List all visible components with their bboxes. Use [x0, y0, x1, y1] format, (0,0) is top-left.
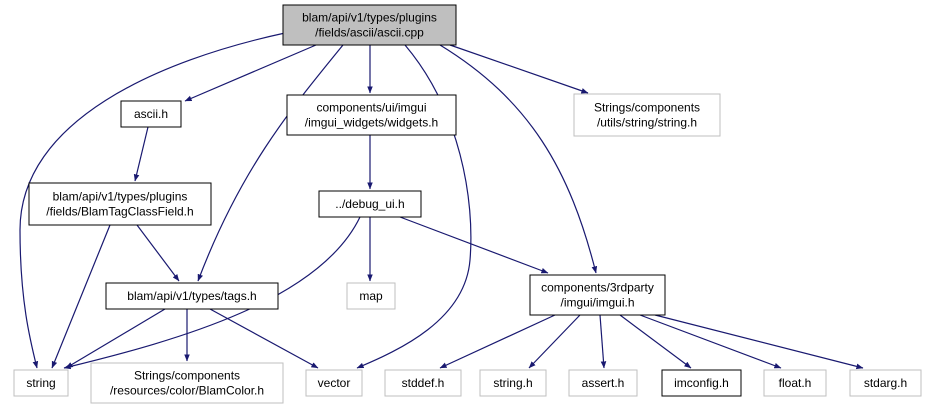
node-box: [282, 4, 457, 46]
node-label: map: [359, 289, 383, 303]
node-box: [28, 182, 212, 226]
node-label: stddef.h: [402, 376, 445, 390]
node-label: components/3rdparty: [541, 281, 654, 295]
node-string-h: string.h: [479, 369, 547, 397]
node-tags-h[interactable]: blam/api/v1/types/tags.h: [105, 282, 279, 310]
node-label: imconfig.h: [674, 376, 729, 390]
node-widgets-h[interactable]: components/ui/imgui/imgui_widgets/widget…: [286, 94, 457, 136]
edge-root-to-string_h_utils: [449, 44, 589, 94]
node-vector: vector: [305, 369, 363, 397]
edge-debug_ui_h-to-string: [63, 216, 361, 370]
node-box: [763, 369, 827, 397]
node-label: vector: [318, 376, 351, 390]
edge-blamtagclassfield_h-to-tags_h: [136, 224, 180, 282]
node-label: ../debug_ui.h: [335, 197, 404, 211]
node-map: map: [346, 282, 396, 310]
node-label: /resources/color/BlamColor.h: [110, 384, 264, 398]
edge-debug_ui_h-to-imgui_h: [399, 216, 549, 274]
node-label: blam/api/v1/types/tags.h: [127, 289, 256, 303]
edge-blamtagclassfield_h-to-string: [51, 224, 111, 369]
node-box: [346, 282, 396, 310]
node-box: [105, 282, 279, 310]
edge-imgui_h-to-string_h: [528, 314, 581, 369]
edge-imgui_h-to-stdarg_h: [654, 314, 864, 370]
node-label: assert.h: [582, 376, 625, 390]
edges-layer: [19, 32, 864, 370]
node-stddef-h: stddef.h: [384, 369, 462, 397]
node-box: [318, 190, 422, 218]
node-box: [384, 369, 462, 397]
node-ascii-h[interactable]: ascii.h: [120, 100, 182, 128]
node-label: /utils/string/string.h: [597, 116, 697, 130]
node-assert-h: assert.h: [568, 369, 638, 397]
node-box: [529, 274, 666, 316]
node-label: Strings/components: [594, 101, 700, 115]
node-label: ascii.h: [134, 107, 168, 121]
node-imconfig-h[interactable]: imconfig.h: [661, 369, 742, 397]
node-blamtagclassfield-h[interactable]: blam/api/v1/types/plugins/fields/BlamTag…: [28, 182, 212, 226]
edge-imgui_h-to-imconfig_h: [619, 314, 692, 369]
node-debug-ui-h[interactable]: ../debug_ui.h: [318, 190, 422, 218]
edge-imgui_h-to-assert_h: [599, 314, 607, 369]
node-box: [849, 369, 922, 397]
node-label: stdarg.h: [864, 376, 907, 390]
nodes-layer: blam/api/v1/types/plugins/fields/ascii/a…: [13, 4, 922, 404]
node-imgui-h[interactable]: components/3rdparty/imgui/imgui.h: [529, 274, 666, 316]
node-box: [286, 94, 457, 136]
node-box: [90, 362, 284, 404]
node-label: /imgui/imgui.h: [560, 296, 634, 310]
node-box: [479, 369, 547, 397]
edge-tags_h-to-string: [65, 308, 166, 369]
node-box: [120, 100, 182, 128]
node-box: [573, 93, 721, 137]
node-box: [305, 369, 363, 397]
node-label: float.h: [779, 376, 812, 390]
edge-root-to-imgui_h: [439, 44, 598, 274]
node-label: blam/api/v1/types/plugins: [302, 11, 437, 25]
node-box: [661, 369, 742, 397]
edge-root-to-ascii_h: [184, 44, 317, 102]
node-stdarg-h: stdarg.h: [849, 369, 922, 397]
node-label: /fields/ascii/ascii.cpp: [315, 26, 424, 40]
node-float-h: float.h: [763, 369, 827, 397]
edge-root-to-tags_h: [197, 44, 344, 282]
node-label: components/ui/imgui: [316, 101, 426, 115]
node-label: string.h: [493, 376, 532, 390]
node-string-h-utils: Strings/components/utils/string/string.h: [573, 93, 721, 137]
node-label: Strings/components: [134, 369, 240, 383]
node-label: string: [26, 376, 55, 390]
node-label: blam/api/v1/types/plugins: [53, 190, 188, 204]
node-label: /fields/BlamTagClassField.h: [46, 205, 193, 219]
node-root[interactable]: blam/api/v1/types/plugins/fields/ascii/a…: [282, 4, 457, 46]
edge-imgui_h-to-stddef_h: [439, 314, 556, 369]
edge-tags_h-to-vector: [209, 308, 319, 369]
node-string: string: [13, 369, 69, 397]
node-box: [568, 369, 638, 397]
node-blamcolor-h: Strings/components/resources/color/BlamC…: [90, 362, 284, 404]
node-box: [13, 369, 69, 397]
edge-ascii_h-to-blamtagclassfield_h: [133, 126, 149, 182]
node-label: /imgui_widgets/widgets.h: [305, 116, 438, 130]
edge-imgui_h-to-float_h: [639, 314, 782, 369]
